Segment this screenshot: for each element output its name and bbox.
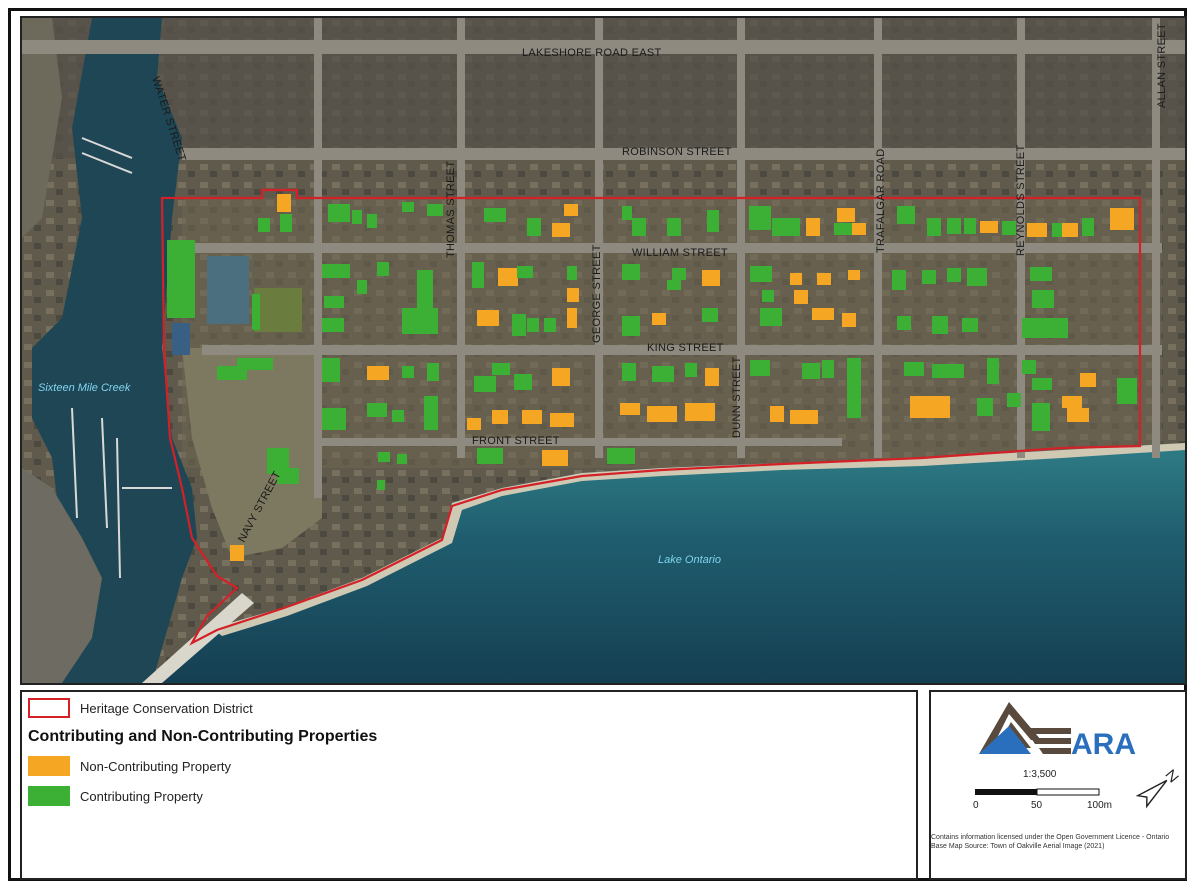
legend-district-label: Heritage Conservation District [80,700,253,716]
legend-title: Contributing and Non-Contributing Proper… [28,728,378,745]
west-bank-south [22,468,102,683]
road-george [595,18,603,458]
legend-row-contributing: Contributing Property [28,786,203,806]
legend-non-contributing-label: Non-Contributing Property [80,758,232,774]
label-front-street: FRONT STREET [472,435,560,447]
tennis-courts [207,256,249,324]
road-allan [1152,18,1160,458]
label-reynolds-street: REYNOLDS STREET [1015,145,1027,256]
road-william [182,243,1162,253]
marina-docks [71,137,172,579]
label-george-street: GEORGE STREET [591,244,603,343]
non-contributing-properties [230,194,1134,561]
legend-panel: Heritage Conservation District Contribut… [20,690,918,880]
road-robinson [182,148,1185,160]
map-canvas: LAKESHORE ROAD EAST ROBINSON STREET WILL… [22,18,1185,683]
info-panel: ARA 1:3,500 0 50 100m Contains informati… [929,690,1187,880]
road-thomas [457,18,465,458]
label-allan-street: ALLAN STREET [1156,23,1168,108]
credits-line-2: Base Map Source: Town of Oakville Aerial… [931,843,1105,850]
road-front [322,438,842,446]
road-dunn [737,18,745,458]
district-swatch [28,698,70,718]
label-lakeshore-road: LAKESHORE ROAD EAST [522,47,662,59]
scale-bar [975,788,1100,796]
label-sixteen-mile-creek: Sixteen Mile Creek [38,382,131,394]
commercial-area [22,18,1185,158]
label-dunn-street: DUNN STREET [731,356,743,438]
label-thomas-street: THOMAS STREET [445,161,457,258]
road-trafalgar [874,18,882,458]
west-bank [22,18,62,238]
scale-tick-50: 50 [1031,800,1043,811]
label-lake-ontario: Lake Ontario [658,554,721,566]
logo-text: ARA [1071,728,1136,761]
lake-ontario [152,443,1185,683]
tennis-court-small [172,323,190,355]
scale-tick-100: 100m [1087,800,1112,811]
legend-row-district: Heritage Conservation District [28,698,253,718]
legend-contributing-label: Contributing Property [80,788,203,804]
sports-field [254,288,302,332]
non-contributing-swatch [28,756,70,776]
legend-row-non-contributing: Non-Contributing Property [28,756,231,776]
parkland [182,348,322,558]
map-credits: Contains information licensed under the … [931,833,1169,851]
label-william-street: WILLIAM STREET [632,247,728,259]
label-king-street: KING STREET [647,342,724,354]
label-robinson-street: ROBINSON STREET [622,146,732,158]
credits-line-1: Contains information licensed under the … [931,834,1170,841]
heritage-district-boundary [160,188,1142,646]
logo-scale-graphic: ARA 1:3,500 0 50 100m [973,702,1179,811]
scale-ratio: 1:3,500 [1023,769,1057,780]
contributing-properties [167,202,1137,490]
ara-logo: ARA [979,702,1136,761]
aerial-map[interactable]: LAKESHORE ROAD EAST ROBINSON STREET WILL… [20,16,1187,685]
scale-tick-0: 0 [973,800,979,811]
north-arrow-icon [1135,769,1179,809]
pier [142,593,254,683]
road-king [202,345,1162,355]
road-network [22,18,1185,498]
road-navy-north [314,18,322,498]
label-trafalgar-road: TRAFALGAR ROAD [875,149,887,253]
road-reynolds [1017,18,1025,458]
contributing-swatch [28,786,70,806]
road-lakeshore [22,40,1185,54]
